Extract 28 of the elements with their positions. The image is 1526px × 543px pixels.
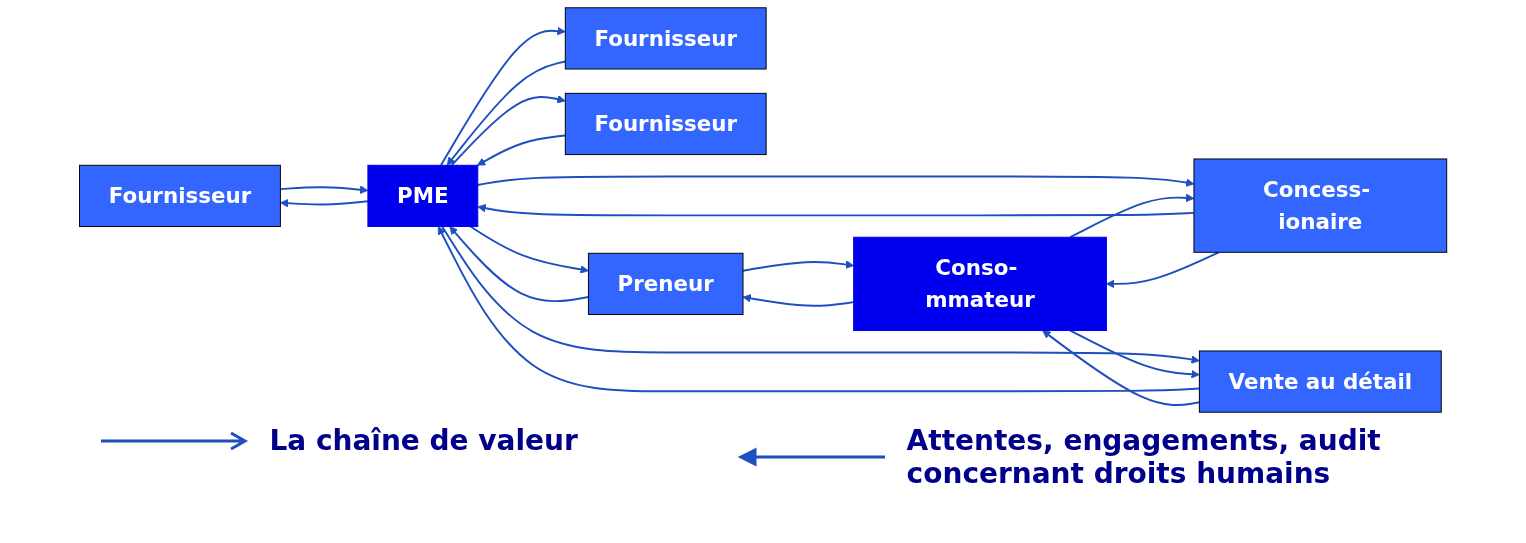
node-box: Fournisseur (564, 92, 767, 156)
arrow (1069, 329, 1200, 379)
arrow (469, 225, 589, 274)
node-box: Preneur (587, 252, 744, 315)
node-box: Fournisseur (78, 164, 281, 227)
node-box: Vente au détail (1198, 350, 1442, 413)
legend-text: La chaîne de valeur (269, 424, 578, 457)
node-box: Fournisseur (564, 7, 767, 70)
node-box: Conso- mmateur (853, 236, 1107, 332)
arrow (1042, 330, 1201, 407)
node-box: Concess- ionaire (1193, 158, 1448, 253)
arrow (450, 95, 566, 167)
arrow (477, 204, 1195, 217)
arrow (439, 26, 566, 167)
arrow (742, 294, 855, 307)
arrow (1069, 193, 1195, 239)
arrow (446, 60, 567, 166)
node-box: PME (367, 164, 479, 227)
arrow (279, 185, 369, 194)
arrow (449, 226, 590, 303)
arrow (441, 225, 1200, 364)
arrow (437, 226, 1201, 393)
arrow (741, 260, 854, 272)
legend-text: Attentes, engagements, audit concernant droits humains (906, 424, 1382, 490)
arrow (476, 175, 1195, 187)
arrow (1105, 251, 1220, 289)
arrow (279, 198, 369, 208)
arrow (476, 134, 567, 166)
